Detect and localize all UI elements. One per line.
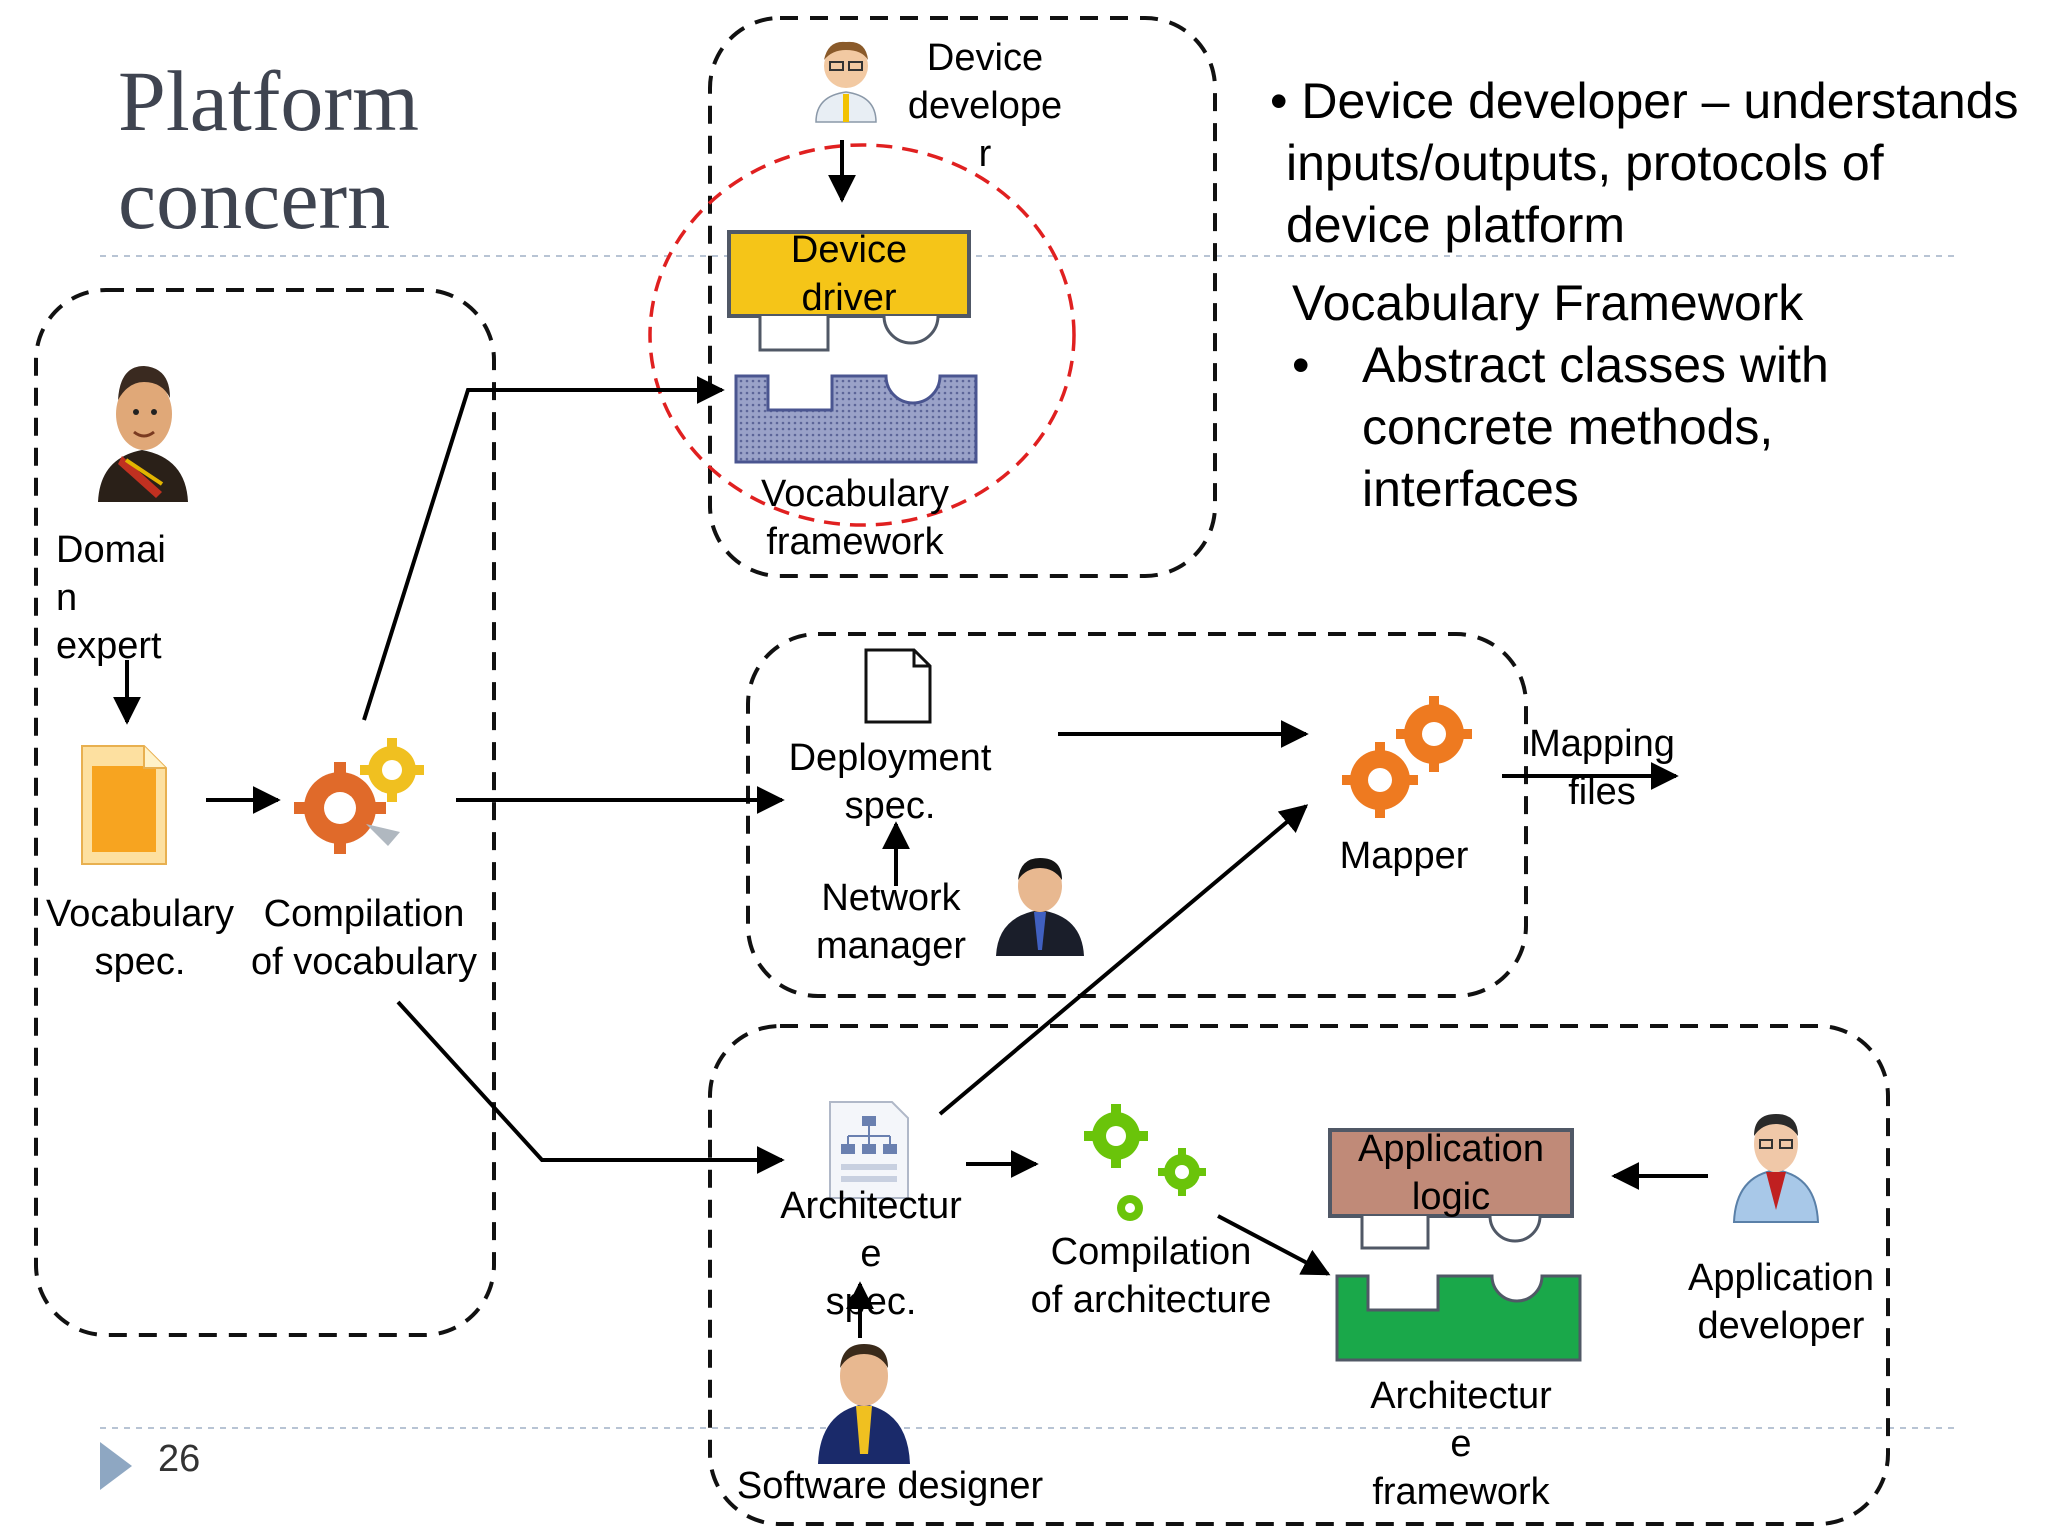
arrow-compilation-to-app-framework: [1217, 1214, 1331, 1276]
application-logic-box: [1328, 1128, 1574, 1218]
org-chart-document-icon: [829, 1101, 909, 1199]
domain-expert-label: Domai n expert: [56, 529, 166, 667]
vocabulary-framework-label: Vocabulary framework: [760, 473, 949, 563]
device-driver-tabs: [758, 315, 940, 352]
arrow-compilation-to-architecture: [396, 1000, 785, 1174]
device-developer-label: Device develope r: [907, 37, 1063, 175]
deployment-spec-label: Deployment spec.: [788, 737, 992, 827]
domain-group: [34, 288, 496, 1337]
bullet-device-developer-line3: device platform: [1286, 197, 1626, 253]
gears-icon: [294, 738, 424, 854]
orange-gears-icon: [1342, 696, 1472, 818]
architecture-framework-label: Architectur e framework: [1370, 1375, 1552, 1513]
application-logic-label: Application logic: [1358, 1128, 1544, 1218]
person-glasses-icon: [815, 41, 877, 123]
vocab-framework-heading: Vocabulary Framework: [1292, 275, 1804, 331]
page-marker-icon: [100, 1442, 132, 1490]
architecture-spec-label: Architectur e spec.: [780, 1185, 962, 1323]
page-number: 26: [158, 1438, 201, 1480]
device-group: [708, 16, 1217, 578]
highlight-circle: [648, 143, 1076, 527]
device-driver-box: [727, 230, 971, 318]
compilation-of-architecture-label: Compilation of architecture: [1030, 1231, 1272, 1321]
vocab-bullet-symbol: •: [1292, 337, 1310, 393]
vocab-line3: interfaces: [1362, 461, 1579, 517]
arrow-architecture-to-mapper: [938, 804, 1309, 1116]
vocabulary-spec-label: Vocabulary spec.: [45, 893, 234, 983]
vocabulary-framework-block: [734, 374, 978, 464]
mapper-label: Mapper: [1339, 835, 1469, 877]
page-title: Platform concern: [118, 53, 419, 247]
vocab-line2: concrete methods,: [1362, 399, 1774, 455]
vocab-line1: Abstract classes with: [1362, 337, 1829, 393]
architecture-framework-block: [1335, 1274, 1582, 1362]
professor-icon: [98, 366, 188, 502]
businessman-tie-icon: [818, 1344, 910, 1464]
blank-document-icon: [864, 648, 932, 724]
developer-icon: [1732, 1114, 1820, 1223]
architecture-group: [708, 1024, 1890, 1526]
compilation-of-vocabulary-label: Compilation of vocabulary: [250, 893, 477, 983]
network-manager-label: Network manager: [816, 877, 966, 967]
application-developer-label: Application developer: [1688, 1257, 1874, 1347]
device-driver-label: Device driver: [790, 229, 908, 319]
software-designer-label: Software designer: [736, 1465, 1044, 1507]
green-gears-icon: [1084, 1104, 1206, 1221]
application-logic-tabs: [1360, 1215, 1542, 1250]
bullet-device-developer-line2: inputs/outputs, protocols of: [1286, 135, 1884, 191]
mapping-files-label: Mapping files: [1529, 723, 1675, 813]
businessman-icon: [996, 858, 1084, 956]
arrow-compilation-to-vocab-framework: [362, 376, 725, 721]
bullet-device-developer-line1: • Device developer – understands: [1270, 73, 2019, 129]
orange-document-icon: [81, 745, 167, 865]
